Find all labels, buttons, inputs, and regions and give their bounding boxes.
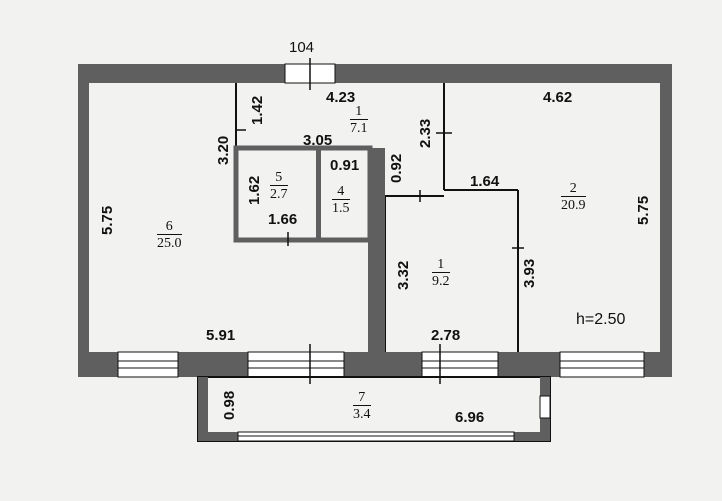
room-number: 7	[353, 390, 371, 406]
dim-3-32: 3.32	[395, 260, 412, 290]
balcony	[197, 376, 551, 442]
dim-3-05: 3.05	[303, 132, 333, 149]
dim-5-75-right: 5.75	[635, 195, 652, 225]
room-area: 25.0	[157, 236, 182, 251]
dim-6-96: 6.96	[455, 409, 485, 426]
dim-3-20: 3.20	[215, 135, 232, 165]
room-area: 2.7	[270, 187, 288, 202]
room-number: 1	[432, 257, 450, 273]
room-area: 20.9	[561, 198, 586, 213]
dim-3-93: 3.93	[521, 258, 538, 288]
dim-1-64: 1.64	[470, 173, 500, 190]
room-number: 6	[157, 219, 182, 235]
window-bottom-center	[421, 344, 499, 384]
room-4: 4 1.5	[332, 184, 350, 216]
dim-5-91: 5.91	[206, 327, 236, 344]
window-bottom-left	[117, 351, 179, 378]
dim-1-66: 1.66	[268, 211, 298, 228]
dim-4-62: 4.62	[543, 89, 573, 106]
room-kitchen: 1 9.2	[432, 257, 450, 289]
wall-right	[660, 64, 672, 377]
dim-0-98: 0.98	[221, 390, 238, 420]
thick-partition	[368, 148, 385, 352]
dim-0-91: 0.91	[330, 157, 360, 174]
room-6: 6 25.0	[157, 219, 182, 251]
dim-2-33: 2.33	[417, 118, 434, 148]
dimension-ticks	[236, 129, 524, 249]
room-7-balcony: 7 3.4	[353, 390, 371, 422]
dim-5-75-left: 5.75	[99, 205, 116, 235]
dim-0-92: 0.92	[388, 153, 405, 183]
room-number: 4	[332, 184, 350, 200]
dim-1-62: 1.62	[246, 175, 263, 205]
room-2: 2 20.9	[561, 181, 586, 213]
dim-2-78: 2.78	[431, 327, 461, 344]
room-area: 7.1	[350, 121, 368, 136]
dim-4-23: 4.23	[326, 89, 356, 106]
room-area: 1.5	[332, 201, 350, 216]
room-5: 5 2.7	[270, 170, 288, 202]
bathroom-wall-divider	[316, 148, 321, 240]
room-area: 3.4	[353, 407, 371, 422]
room-number: 1	[350, 104, 368, 120]
dim-top-overall: 104	[289, 39, 315, 56]
room-area: 9.2	[432, 274, 450, 289]
wall-top	[78, 64, 672, 83]
wall-left	[78, 64, 89, 377]
window-bottom-center-left	[247, 344, 345, 384]
window-bottom-right	[559, 351, 645, 378]
room-1-corridor: 1 7.1	[350, 104, 368, 136]
ceiling-height-label: h=2.50	[576, 311, 626, 328]
room-number: 2	[561, 181, 586, 197]
dim-1-42: 1.42	[249, 95, 266, 125]
room-number: 5	[270, 170, 288, 186]
